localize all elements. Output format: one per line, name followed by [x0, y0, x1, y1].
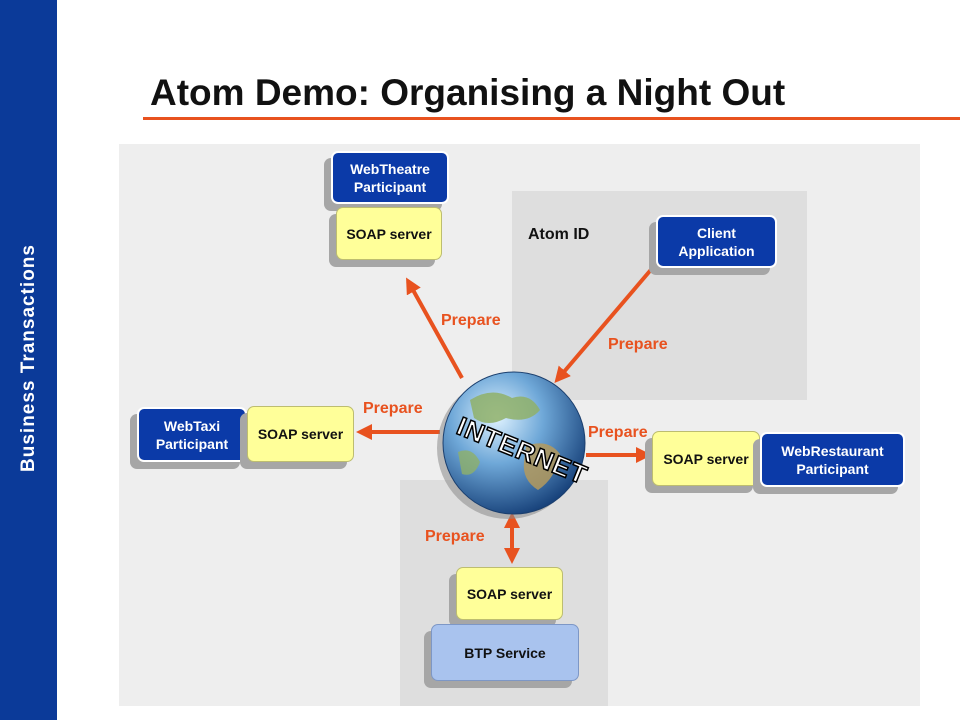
webtaxi-label: WebTaxi Participant — [155, 417, 229, 452]
webtaxi-participant: WebTaxi Participant — [137, 407, 247, 462]
arrow-to-theatre — [406, 277, 464, 379]
prepare-label-restaurant: Prepare — [588, 424, 648, 441]
slide-title: Atom Demo: Organising a Night Out — [150, 72, 786, 113]
soap-server-taxi: SOAP server — [247, 406, 354, 462]
prepare-label-btp: Prepare — [425, 528, 485, 545]
webtheatre-participant: WebTheatre Participant — [331, 151, 449, 204]
soap-server-restaurant: SOAP server — [652, 431, 760, 486]
client-application-label: Client Application — [678, 224, 755, 259]
soap-server-theatre: SOAP server — [336, 207, 442, 260]
soap-server-btp-label: SOAP server — [466, 585, 553, 602]
sidebar: Business Transactions — [0, 0, 57, 720]
webrestaurant-participant: WebRestaurant Participant — [760, 432, 905, 487]
client-application: Client Application — [656, 215, 777, 268]
internet-globe-icon: INTERNET — [437, 371, 593, 519]
btp-service: BTP Service — [431, 624, 579, 681]
soap-server-btp: SOAP server — [456, 567, 563, 620]
soap-server-taxi-label: SOAP server — [257, 426, 344, 442]
prepare-label-client: Prepare — [608, 336, 668, 353]
atom-id-label: Atom ID — [528, 226, 590, 243]
prepare-label-theatre: Prepare — [441, 312, 501, 329]
arrow-from-client — [554, 263, 657, 384]
webtheatre-label: WebTheatre Participant — [350, 160, 430, 195]
btp-service-label: BTP Service — [464, 644, 546, 661]
soap-server-restaurant-label: SOAP server — [663, 450, 749, 467]
webrestaurant-label: WebRestaurant Participant — [781, 442, 884, 477]
soap-server-theatre-label: SOAP server — [346, 225, 432, 242]
title-underline — [143, 117, 960, 120]
prepare-label-taxi: Prepare — [363, 400, 423, 417]
